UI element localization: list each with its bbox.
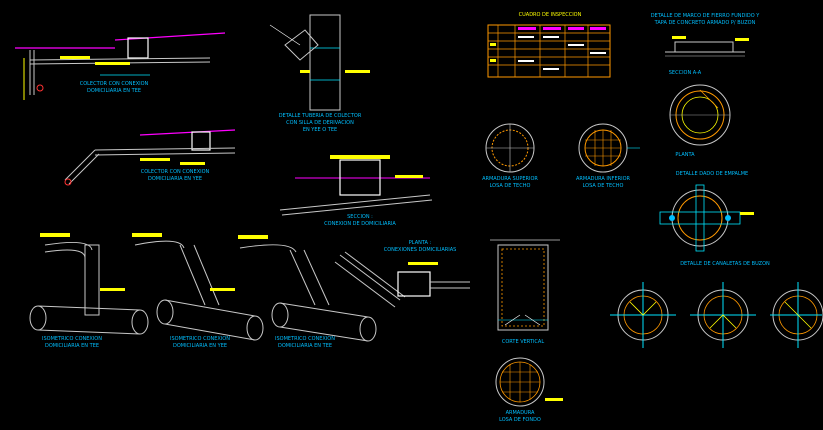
label-arm-inf: ARMADURA INFERIOR — [576, 176, 631, 182]
label-colector-tee-2: DOMICILIARIA EN TEE — [87, 88, 141, 94]
label-arm-fondo-2: LOSA DE FONDO — [499, 417, 541, 423]
label-iso-yee: ISOMETRICO CONEXION — [170, 336, 230, 342]
detail-dado-empalme: DETALLE DADO DE EMPALME — [659, 171, 754, 252]
detail-corte-vertical: CORTE VERTICAL — [490, 239, 560, 345]
label-iso-tee-b-2: DOMICILIARIA EN TEE — [278, 343, 332, 349]
label-detalle-tuberia-3: EN YEE O TEE — [303, 127, 337, 133]
iso-yee: ISOMETRICO CONEXION DOMICILIARIA EN YEE — [132, 233, 264, 349]
label-detalle-tuberia: DETALLE TUBERIA DE COLECTOR — [279, 113, 362, 119]
label-arm-sup-2: LOSA DE TECHO — [490, 183, 531, 189]
label-iso-tee-2: DOMICILIARIA EN TEE — [45, 343, 99, 349]
label-corte-vertical: CORTE VERTICAL — [502, 339, 544, 345]
detail-canaletas: DETALLE DE CANALETAS DE BUZON — [610, 261, 823, 348]
label-planta-conexiones: PLANTA : — [409, 240, 432, 246]
label-colector-tee: COLECTOR CON CONEXION — [80, 81, 149, 87]
detail-armadura-fondo: ARMADURA LOSA DE FONDO — [495, 357, 563, 423]
detail-tuberia-silla: DETALLE TUBERIA DE COLECTOR CON SILLA DE… — [269, 14, 370, 133]
detail-colector-yee: COLECTOR CON CONEXION DOMICILIARIA EN YE… — [64, 129, 236, 186]
detail-armadura-superior: ARMADURA SUPERIOR LOSA DE TECHO — [482, 123, 538, 189]
label-iso-tee-b: ISOMETRICO CONEXION — [275, 336, 335, 342]
label-marco: DETALLE DE MARCO DE FIERRO FUNDIDO Y — [651, 13, 761, 19]
detail-seccion-conexion: SECCION : CONEXION DE DOMICILIARIA — [279, 155, 433, 227]
iso-tee-1: ISOMETRICO CONEXION DOMICILIARIA EN TEE — [29, 233, 149, 349]
canaleta-2 — [690, 282, 756, 348]
label-colector-yee-2: DOMICILIARIA EN YEE — [148, 176, 202, 182]
label-iso-tee: ISOMETRICO CONEXION — [42, 336, 102, 342]
label-planta-conexiones-2: CONEXIONES DOMICILIARIAS — [384, 247, 457, 253]
label-arm-inf-2: LOSA DE TECHO — [583, 183, 624, 189]
label-detalle-tuberia-2: CON SILLA DE DERIVACION — [286, 120, 354, 126]
label-canaletas: DETALLE DE CANALETAS DE BUZON — [680, 261, 770, 267]
detail-colector-tee: COLECTOR CON CONEXION DOMICILIARIA EN TE… — [15, 32, 226, 100]
detail-planta-tapa: PLANTA — [669, 84, 731, 158]
label-dado: DETALLE DADO DE EMPALME — [676, 171, 748, 177]
label-iso-yee-2: DOMICILIARIA EN YEE — [173, 343, 227, 349]
label-arm-sup: ARMADURA SUPERIOR — [482, 176, 538, 182]
label-seccion-2: CONEXION DE DOMICILIARIA — [324, 221, 396, 227]
detail-planta-conexiones: PLANTA : CONEXIONES DOMICILIARIAS — [334, 240, 470, 308]
table-cuadro-inspeccion: CUADRO DE INSPECCION — [487, 12, 611, 78]
label-marco-2: TAPA DE CONCRETO ARMADO P/ BUZON — [654, 20, 756, 26]
label-colector-yee: COLECTOR CON CONEXION — [141, 169, 210, 175]
canaleta-3 — [770, 282, 823, 348]
label-seccion-aa: SECCION A-A — [669, 70, 702, 76]
label-planta: PLANTA — [675, 152, 695, 158]
iso-tee-2: ISOMETRICO CONEXION DOMICILIARIA EN TEE — [238, 235, 377, 349]
label-cuadro: CUADRO DE INSPECCION — [519, 12, 582, 18]
label-arm-fondo: ARMADURA — [506, 410, 535, 416]
label-seccion: SECCION : — [347, 214, 373, 220]
canaleta-1 — [610, 282, 676, 348]
detail-armadura-inferior: ARMADURA INFERIOR LOSA DE TECHO — [576, 123, 640, 189]
detail-marco-tapa: DETALLE DE MARCO DE FIERRO FUNDIDO Y TAP… — [651, 13, 761, 76]
